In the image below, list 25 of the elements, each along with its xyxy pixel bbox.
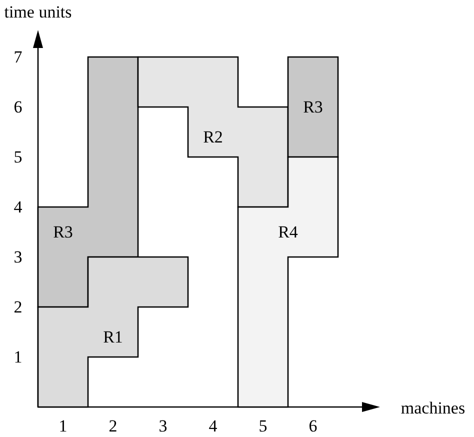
tick-label: 3 xyxy=(14,248,22,266)
region-label: R1 xyxy=(103,328,123,346)
region-shape xyxy=(38,257,188,407)
region-shape xyxy=(288,57,338,157)
region-label: R2 xyxy=(203,128,223,146)
tick-label: 4 xyxy=(208,418,218,434)
tick-label: 5 xyxy=(258,418,268,434)
tick-label: 6 xyxy=(14,98,22,116)
tick-label: 4 xyxy=(14,198,22,216)
region-label: R3 xyxy=(53,224,73,240)
axis-title: time units xyxy=(4,4,72,20)
axis-title: machines xyxy=(400,400,466,416)
region-shape xyxy=(38,57,138,307)
tick-label: 1 xyxy=(14,348,22,366)
region-shape xyxy=(238,157,338,407)
tick-label: 6 xyxy=(308,418,318,434)
region-label: R4 xyxy=(278,224,298,240)
tick-label: 2 xyxy=(14,298,22,316)
region-shape xyxy=(138,57,288,207)
tick-label: 2 xyxy=(108,418,118,434)
tick-label: 1 xyxy=(58,418,68,434)
region-label: R3 xyxy=(303,98,323,116)
tick-label: 7 xyxy=(14,48,22,66)
tick-label: 5 xyxy=(14,148,22,166)
tick-label: 3 xyxy=(158,418,168,434)
